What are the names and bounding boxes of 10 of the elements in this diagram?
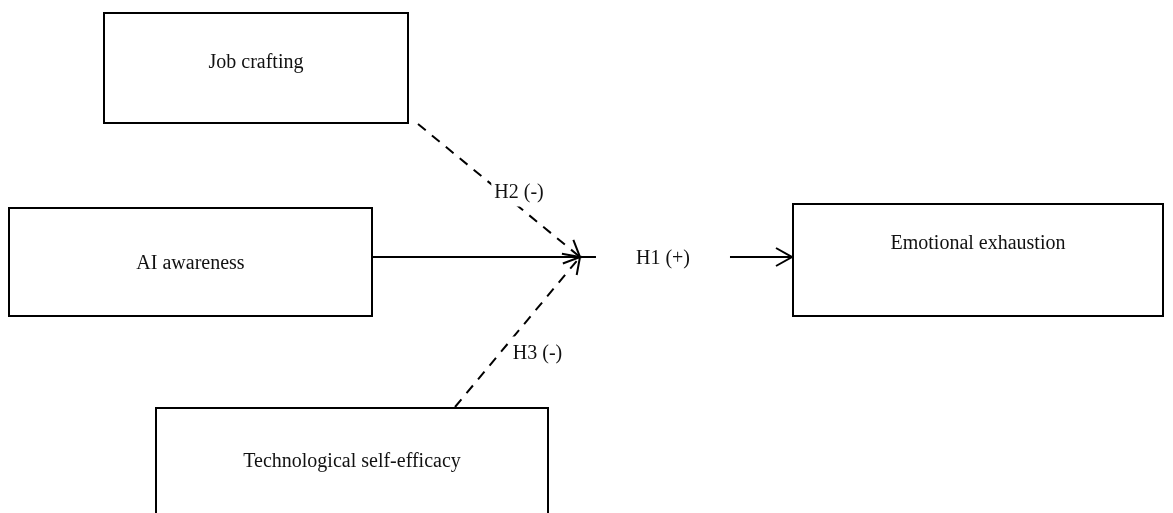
variable-box	[8, 207, 373, 317]
variable-label: Job crafting	[208, 50, 304, 73]
variable-label: AI awareness	[136, 250, 245, 274]
dashed-arrow	[417, 123, 581, 258]
variable-box	[792, 203, 1164, 317]
variable-box	[103, 12, 409, 124]
variable-box	[155, 407, 549, 513]
variable-label: Technological self-efficacy	[243, 449, 461, 472]
variable-label: Emotional exhaustion	[890, 231, 1066, 254]
dashed-arrow	[454, 256, 581, 408]
